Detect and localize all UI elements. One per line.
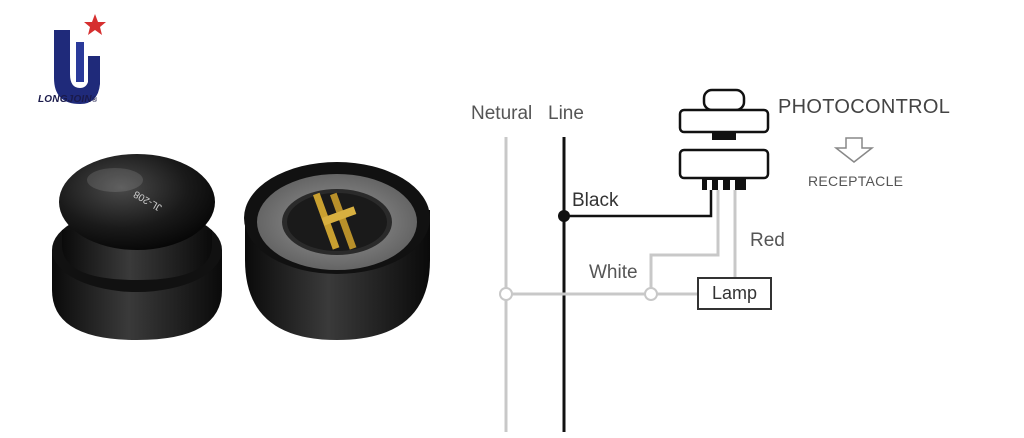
star-icon [84, 14, 106, 35]
photocontrol-label: PHOTOCONTROL [778, 96, 951, 118]
shorting-cap-top: JL-208 [52, 154, 222, 340]
white-wire [649, 188, 720, 295]
lamp-label: Lamp [711, 283, 758, 303]
line-label: Line [548, 103, 584, 124]
red-wire-label: Red [750, 230, 785, 251]
brass-prong-2 [329, 192, 357, 250]
receptacle-device [678, 148, 770, 190]
white-junction [644, 287, 658, 301]
neutral-junction [499, 287, 513, 301]
down-arrow-icon [833, 137, 875, 163]
black-wire [564, 188, 713, 218]
neutral-label: Netural [471, 103, 533, 124]
lamp-box: Lamp [697, 277, 772, 310]
wiring-diagram [499, 88, 875, 432]
receptacle-label: RECEPTACLE [808, 173, 904, 189]
registered-mark: ® [91, 97, 98, 104]
black-wire-label: Black [572, 190, 619, 211]
longjoin-logo [54, 14, 106, 104]
photocontrol-device [678, 88, 770, 140]
product-photo: JL-208 [52, 154, 430, 340]
logo-wordmark: LONGJOIN® [38, 94, 118, 105]
shorting-cap-bottom [244, 162, 430, 340]
white-wire-label: White [589, 262, 638, 283]
brand-name: LONGJOIN [38, 94, 92, 105]
logo-bar [76, 42, 84, 82]
black-junction [558, 210, 570, 222]
logo-u-shape [54, 30, 100, 104]
brass-strap [321, 206, 357, 226]
